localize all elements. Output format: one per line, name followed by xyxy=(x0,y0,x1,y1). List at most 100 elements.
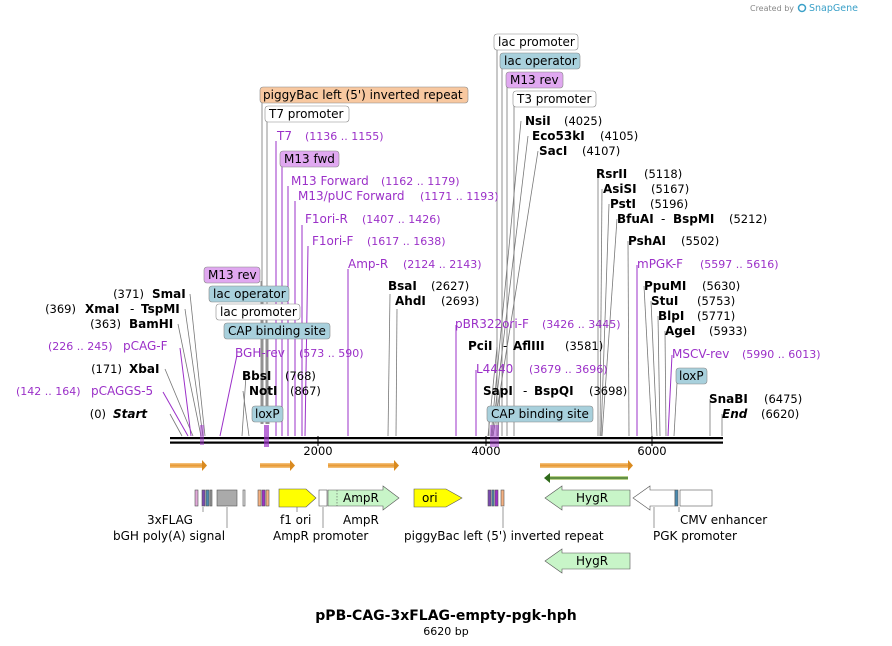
enzyme-bsai-pos: (2627) xyxy=(431,279,469,293)
enzyme-blpi: BlpI xyxy=(658,309,684,323)
enzyme-noti-pos: (867) xyxy=(290,384,321,398)
svg-text:-: - xyxy=(130,302,134,316)
enzyme-pshai-pos: (5502) xyxy=(681,234,719,248)
enzyme-bbsi-pos: (768) xyxy=(285,369,316,383)
orf-arrow xyxy=(328,463,394,468)
enzyme-rsrii: RsrII xyxy=(596,167,627,181)
primer-pbr322ori-f: pBR322ori-F xyxy=(455,317,529,331)
primer-m13-puc: M13/pUC Forward xyxy=(298,189,405,203)
label-lac-promoter-mid: lac promoter xyxy=(498,35,575,49)
enzyme-asisi-pos: (5167) xyxy=(651,182,689,196)
enzyme-pcii: PciI xyxy=(468,339,493,353)
cmv-enhancer-feature xyxy=(679,489,713,507)
enzyme-ppumi: PpuMI xyxy=(644,279,686,293)
created-by-text: Created by xyxy=(750,4,794,13)
primer-pcag-f-range: (226 .. 245) xyxy=(48,340,113,353)
primer-mpgk-f: mPGK-F xyxy=(637,257,683,271)
label-ampr-promoter: AmpR promoter xyxy=(273,529,368,543)
enzyme-saci: SacI xyxy=(539,144,567,158)
label-loxp-right: loxP xyxy=(679,369,704,383)
primer-mpgk-f-range: (5597 .. 5616) xyxy=(700,258,779,271)
primer-bgh-rev-range: (573 .. 590) xyxy=(299,347,364,360)
hygr-label-2: HygR xyxy=(576,554,608,568)
primer-pcaggs5-range: (142 .. 164) xyxy=(16,385,81,398)
piggybac-feature xyxy=(500,489,505,507)
enzyme-noti: NotI xyxy=(249,384,278,398)
label-t7-promoter: T7 promoter xyxy=(268,107,344,121)
f1-ori-feature xyxy=(278,488,317,508)
primer-mscv-rev: MSCV-rev xyxy=(672,347,729,361)
primer-l4440: L4440 xyxy=(476,362,513,376)
enzyme-snabi-pos: (6475) xyxy=(764,392,802,406)
enzyme-start: Start xyxy=(113,407,148,421)
enzyme-ahdi-pos: (2693) xyxy=(441,294,479,308)
enzyme-psti-pos: (5196) xyxy=(650,197,688,211)
primer-pcaggs5: pCAGGS-5 xyxy=(91,384,153,398)
map-title: pPB-CAG-3xFLAG-empty-pgk-hph 6620 bp xyxy=(315,608,576,638)
hygr-feature-2 xyxy=(544,548,631,574)
enzyme-bamhi: BamHI xyxy=(129,317,173,331)
bgh-polya-feature xyxy=(216,489,238,507)
enzyme-bfuai-pos: (5212) xyxy=(729,212,767,226)
boxed-labels-mid: lac promoter lac operator M13 rev T3 pro… xyxy=(486,33,597,423)
enzyme-start-pos: (0) xyxy=(90,407,106,421)
enzyme-bamhi-pos: (363) xyxy=(90,317,121,331)
enzyme-nsii: NsiI xyxy=(525,114,551,128)
label-cap-left: CAP binding site xyxy=(228,324,326,338)
enzyme-blpi-pos: (5771) xyxy=(697,309,735,323)
primer-t7-range: (1136 .. 1155) xyxy=(305,130,384,143)
enzyme-smai-pos: (371) xyxy=(113,287,144,301)
enzyme-xmai-pos: (369) xyxy=(45,302,76,316)
hygr-label: HygR xyxy=(576,491,608,505)
primer-l4440-range: (3679 .. 3696) xyxy=(529,363,608,376)
boxed-labels-left: piggyBac left (5') inverted repeat T7 pr… xyxy=(203,86,469,423)
enzyme-xbai-pos: (171) xyxy=(91,362,122,376)
label-f1-ori: f1 ori xyxy=(280,513,311,527)
enzyme-xmai: XmaI xyxy=(85,302,119,316)
feature-labels: 3xFLAG bGH poly(A) signal f1 ori AmpR Am… xyxy=(113,513,767,543)
enzyme-rsrii-pos: (5118) xyxy=(644,167,682,181)
enzyme-asisi: AsiSI xyxy=(603,182,637,196)
label-bgh-polya: bGH poly(A) signal xyxy=(113,529,225,543)
enzyme-pshai: PshAI xyxy=(628,234,666,248)
primer-m13-puc-range: (1171 .. 1193) xyxy=(420,190,499,203)
ori-feature xyxy=(413,488,463,508)
orf-arrow xyxy=(260,463,290,468)
enzyme-nsii-pos: (4025) xyxy=(564,114,602,128)
primer-mscv-rev-range: (5990 .. 6013) xyxy=(742,348,821,361)
label-piggybac-top: piggyBac left (5') inverted repeat xyxy=(263,88,463,102)
hygr-feature xyxy=(544,485,631,511)
label-ampr-bottom: AmpR xyxy=(343,513,379,527)
primer-f1ori-f-range: (1617 .. 1638) xyxy=(367,235,446,248)
primer-bgh-rev: BGH-rev xyxy=(235,346,285,360)
primer-m13-forward-range: (1162 .. 1179) xyxy=(381,175,460,188)
primer-labels: T7 (1136 .. 1155) M13 Forward (1162 .. 1… xyxy=(16,129,821,398)
snapgene-logo: Created by SnapGene xyxy=(750,3,858,14)
scale-2000: 2000 xyxy=(303,444,332,458)
ori-label: ori xyxy=(422,491,438,505)
enzyme-snabi: SnaBI xyxy=(709,392,748,406)
svg-text:-: - xyxy=(661,212,665,226)
enzyme-ppumi-pos: (5630) xyxy=(702,279,740,293)
enzyme-tspmi: TspMI xyxy=(141,302,180,316)
enzyme-stui: StuI xyxy=(651,294,678,308)
enzyme-bspmi: BspMI xyxy=(673,212,714,226)
primer-f1ori-r: F1ori-R xyxy=(305,212,348,226)
primer-pbr322ori-f-range: (3426 .. 3445) xyxy=(542,318,621,331)
enzyme-bspqi: BspQI xyxy=(534,384,574,398)
primer-amp-r-range: (2124 .. 2143) xyxy=(403,258,482,271)
enzyme-sapi-pos: (3698) xyxy=(589,384,627,398)
orf-arrow xyxy=(170,463,202,468)
enzyme-xbai: XbaI xyxy=(129,362,159,376)
enzyme-pcii-pos: (3581) xyxy=(565,339,603,353)
leader-lines xyxy=(164,48,723,437)
enzyme-end: End xyxy=(722,407,748,421)
enzyme-eco53ki-pos: (4105) xyxy=(600,129,638,143)
enzyme-labels: (371) SmaI (369) XmaI - TspMI (363) BamH… xyxy=(45,114,802,421)
label-lac-operator-left: lac operator xyxy=(213,287,286,301)
enzyme-ahdi: AhdI xyxy=(395,294,426,308)
label-cmv-enhancer: CMV enhancer xyxy=(680,513,767,527)
enzyme-stui-pos: (5753) xyxy=(697,294,735,308)
label-m13-rev-left: M13 rev xyxy=(208,268,257,282)
